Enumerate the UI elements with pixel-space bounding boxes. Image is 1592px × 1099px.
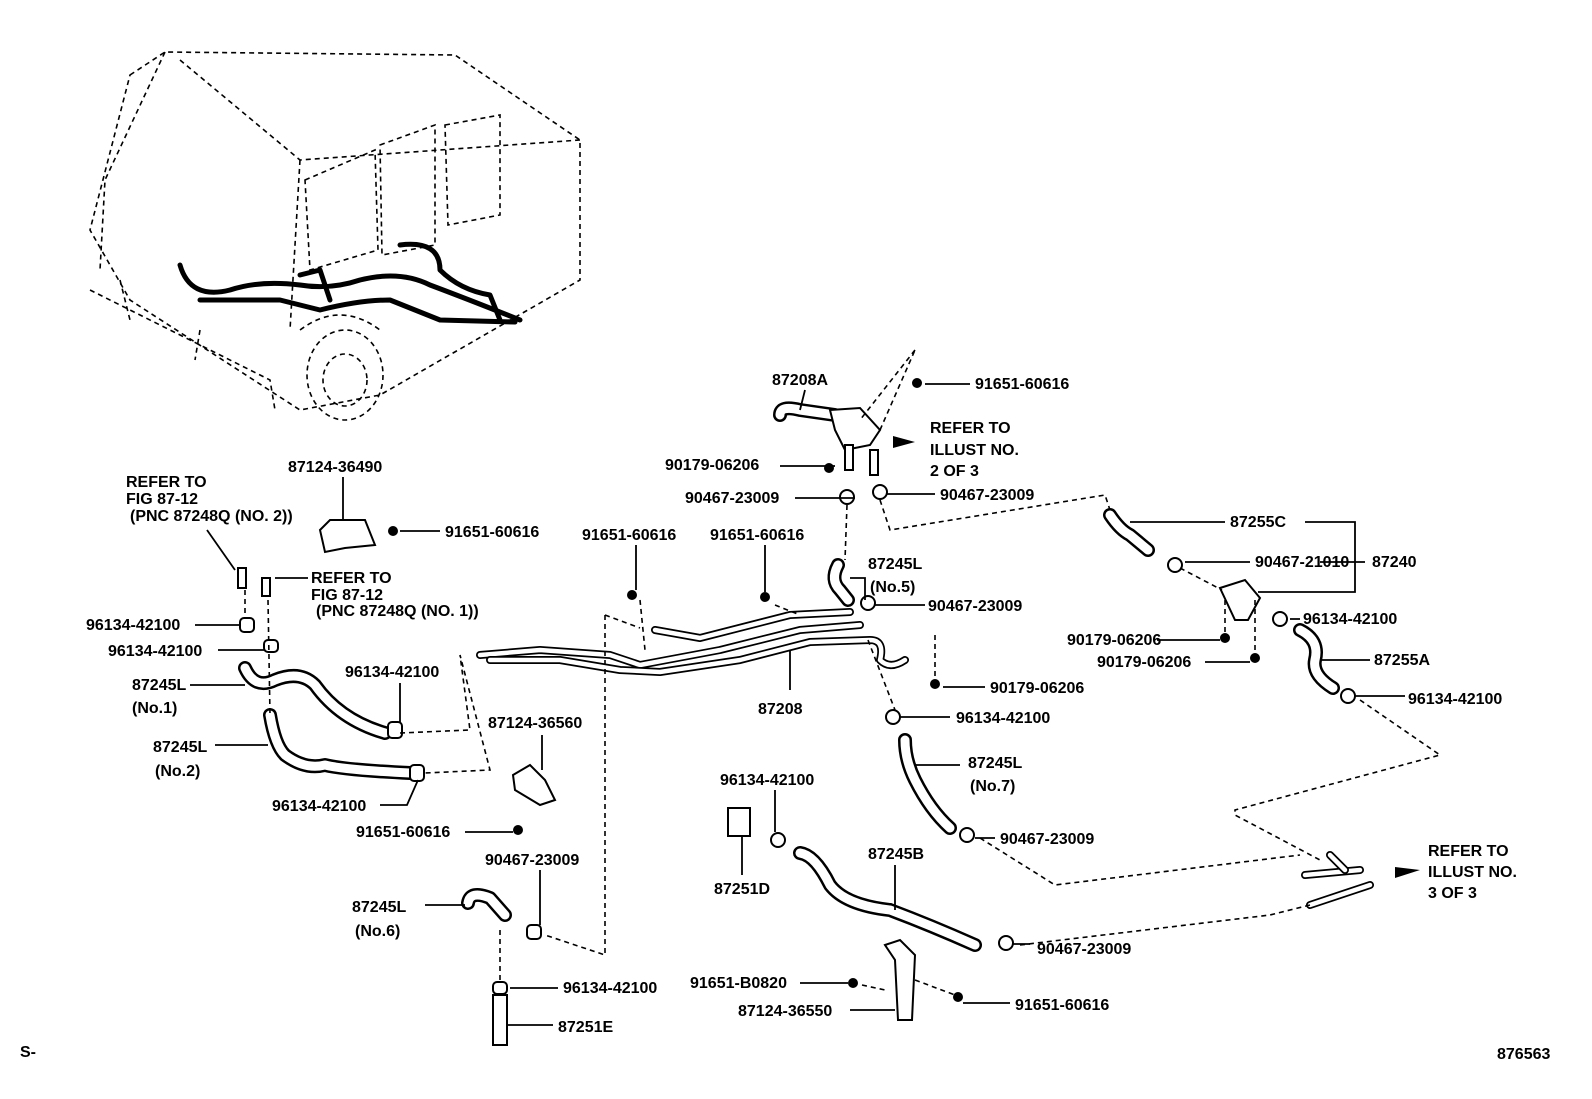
part-label: 87251D	[714, 881, 770, 898]
part-label: 96134-42100	[108, 643, 202, 660]
part-label: 87245L	[352, 899, 406, 916]
part-label: (No.2)	[155, 763, 200, 780]
part-label: 91651-60616	[582, 527, 676, 544]
part-label: 91651-60616	[356, 824, 450, 841]
part-label: FIG 87-12	[311, 587, 383, 604]
part-label: 87240	[1372, 554, 1417, 571]
part-label: 87245B	[868, 846, 924, 863]
part-label: 90467-21010	[1255, 554, 1349, 571]
part-label: 96134-42100	[272, 798, 366, 815]
part-label: REFER TO	[126, 474, 207, 491]
part-label: 91651-60616	[445, 524, 539, 541]
part-label: 87245L	[968, 755, 1022, 772]
part-label: 96134-42100	[345, 664, 439, 681]
part-label: REFER TO	[930, 420, 1011, 437]
part-label: 90467-23009	[485, 852, 579, 869]
part-label: 91651-60616	[1015, 997, 1109, 1014]
part-label: 3 OF 3	[1428, 885, 1477, 902]
part-label: 96134-42100	[1408, 691, 1502, 708]
part-label: FIG 87-12	[126, 491, 198, 508]
part-label: 87251E	[558, 1019, 613, 1036]
small-parts	[237, 378, 1420, 1046]
part-label: 91651-60616	[710, 527, 804, 544]
van-illustration	[89, 51, 581, 421]
part-label: 96134-42100	[956, 710, 1050, 727]
pipe-assembly-87208	[476, 608, 1374, 909]
part-label: ILLUST NO.	[930, 442, 1019, 459]
part-label: 90179-06206	[1067, 632, 1161, 649]
part-label: 87245L	[868, 556, 922, 573]
part-label: 90467-23009	[928, 598, 1022, 615]
part-label: 90467-23009	[685, 490, 779, 507]
leader-lines	[190, 383, 1405, 1026]
part-label: 90179-06206	[665, 457, 759, 474]
part-label: 87255A	[1374, 652, 1430, 669]
part-label: 90467-23009	[1000, 831, 1094, 848]
part-label: 87255C	[1230, 514, 1286, 531]
part-label: (PNC 87248Q (NO. 1))	[316, 603, 479, 620]
part-label: 876563	[1497, 1046, 1550, 1063]
part-label: 96134-42100	[1303, 611, 1397, 628]
part-label: 96134-42100	[86, 617, 180, 634]
part-label: (No.1)	[132, 700, 177, 717]
part-label: 91651-60616	[975, 376, 1069, 393]
part-label: (PNC 87248Q (NO. 2))	[130, 508, 293, 525]
part-label: 96134-42100	[720, 772, 814, 789]
part-label: 90179-06206	[1097, 654, 1191, 671]
part-label: 2 OF 3	[930, 463, 979, 480]
part-label: 87208	[758, 701, 803, 718]
part-label: (No.5)	[870, 579, 915, 596]
part-label: REFER TO	[311, 570, 392, 587]
part-label: 90179-06206	[990, 680, 1084, 697]
part-label: 87124-36490	[288, 459, 382, 476]
part-label: 87124-36550	[738, 1003, 832, 1020]
part-label: 87245L	[132, 677, 186, 694]
part-label: 90467-23009	[1037, 941, 1131, 958]
part-label: (No.7)	[970, 778, 1015, 795]
part-label: REFER TO	[1428, 843, 1509, 860]
part-label: 90467-23009	[940, 487, 1034, 504]
part-label: 87208A	[772, 372, 828, 389]
part-label: ILLUST NO.	[1428, 864, 1517, 881]
assembly-lines	[244, 349, 1442, 996]
part-label: 91651-B0820	[690, 975, 787, 992]
part-label: (No.6)	[355, 923, 400, 940]
part-label: S-	[20, 1044, 36, 1061]
part-label: 87245L	[153, 739, 207, 756]
part-label: 96134-42100	[563, 980, 657, 997]
part-label: 87124-36560	[488, 715, 582, 732]
hoses	[238, 401, 1340, 952]
